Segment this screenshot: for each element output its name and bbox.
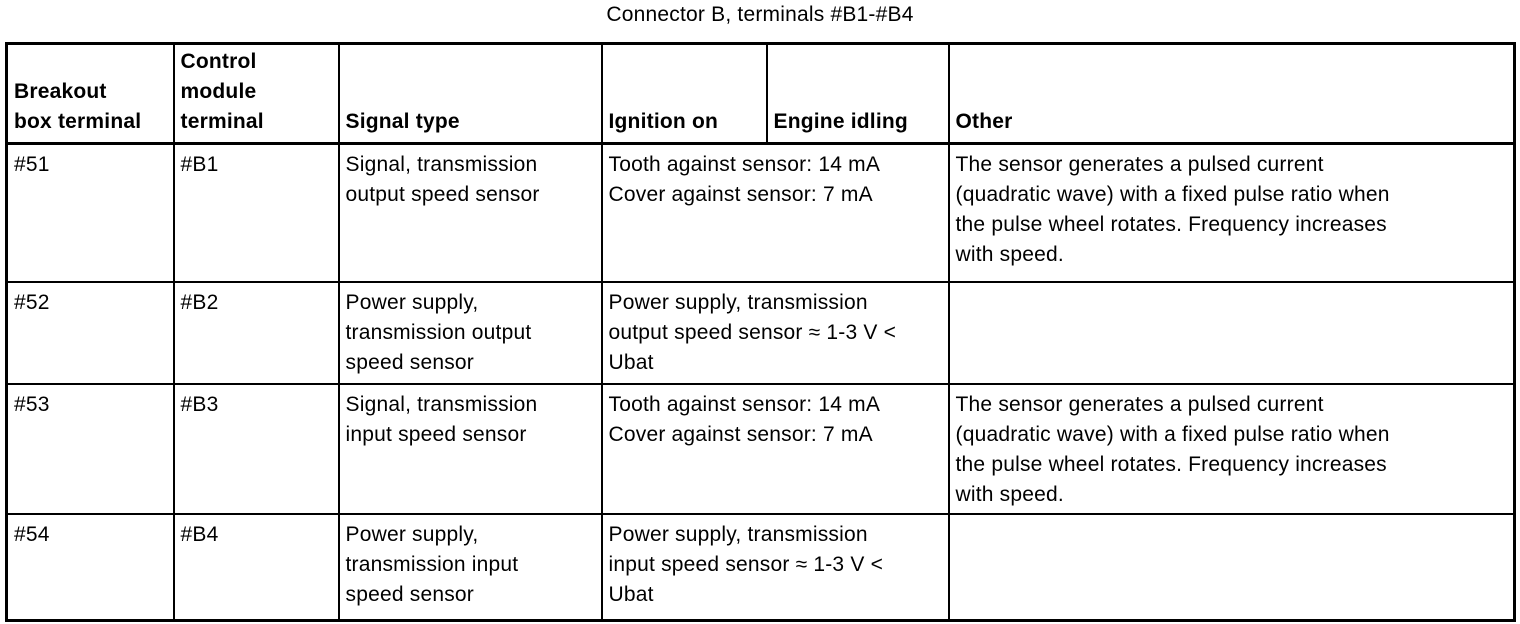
cell-control-module-terminal: #B2 bbox=[172, 280, 340, 385]
cell-control-module-terminal: #B3 bbox=[172, 382, 340, 515]
cell-signal-type: Signal, transmission output speed sensor bbox=[337, 142, 603, 283]
cell-breakout-box-terminal: #51 bbox=[5, 142, 175, 283]
page-title: Connector B, terminals #B1-#B4 bbox=[606, 3, 914, 26]
cell-other bbox=[947, 280, 1516, 385]
table-row: #53 #B3 Signal, transmission input speed… bbox=[5, 382, 1516, 515]
table-header-row: Breakout box terminal Control module ter… bbox=[5, 42, 1516, 145]
column-header-signal-type: Signal type bbox=[337, 42, 603, 145]
cell-ignition-on-engine-idling: Power supply, transmission output speed … bbox=[600, 280, 950, 385]
cell-breakout-box-terminal: #53 bbox=[5, 382, 175, 515]
column-header-control-module-terminal: Control module terminal bbox=[172, 42, 340, 145]
cell-breakout-box-terminal: #52 bbox=[5, 280, 175, 385]
column-header-engine-idling: Engine idling bbox=[765, 42, 950, 145]
column-header-other: Other bbox=[947, 42, 1516, 145]
cell-ignition-on-engine-idling: Tooth against sensor: 14 mA Cover agains… bbox=[600, 142, 950, 283]
cell-ignition-on-engine-idling: Tooth against sensor: 14 mA Cover agains… bbox=[600, 382, 950, 515]
cell-other: The sensor generates a pulsed current (q… bbox=[947, 142, 1516, 283]
cell-control-module-terminal: #B4 bbox=[172, 512, 340, 622]
cell-signal-type: Signal, transmission input speed sensor bbox=[337, 382, 603, 515]
table-row: #51 #B1 Signal, transmission output spee… bbox=[5, 142, 1516, 283]
column-header-breakout-box-terminal: Breakout box terminal bbox=[5, 42, 175, 145]
connector-b-terminals-table: Breakout box terminal Control module ter… bbox=[5, 42, 1516, 622]
table-row: #54 #B4 Power supply, transmission input… bbox=[5, 512, 1516, 622]
cell-other: The sensor generates a pulsed current (q… bbox=[947, 382, 1516, 515]
cell-signal-type: Power supply, transmission output speed … bbox=[337, 280, 603, 385]
cell-control-module-terminal: #B1 bbox=[172, 142, 340, 283]
cell-breakout-box-terminal: #54 bbox=[5, 512, 175, 622]
column-header-ignition-on: Ignition on bbox=[600, 42, 768, 145]
cell-ignition-on-engine-idling: Power supply, transmission input speed s… bbox=[600, 512, 950, 622]
cell-signal-type: Power supply, transmission input speed s… bbox=[337, 512, 603, 622]
table-row: #52 #B2 Power supply, transmission outpu… bbox=[5, 280, 1516, 385]
cell-other bbox=[947, 512, 1516, 622]
